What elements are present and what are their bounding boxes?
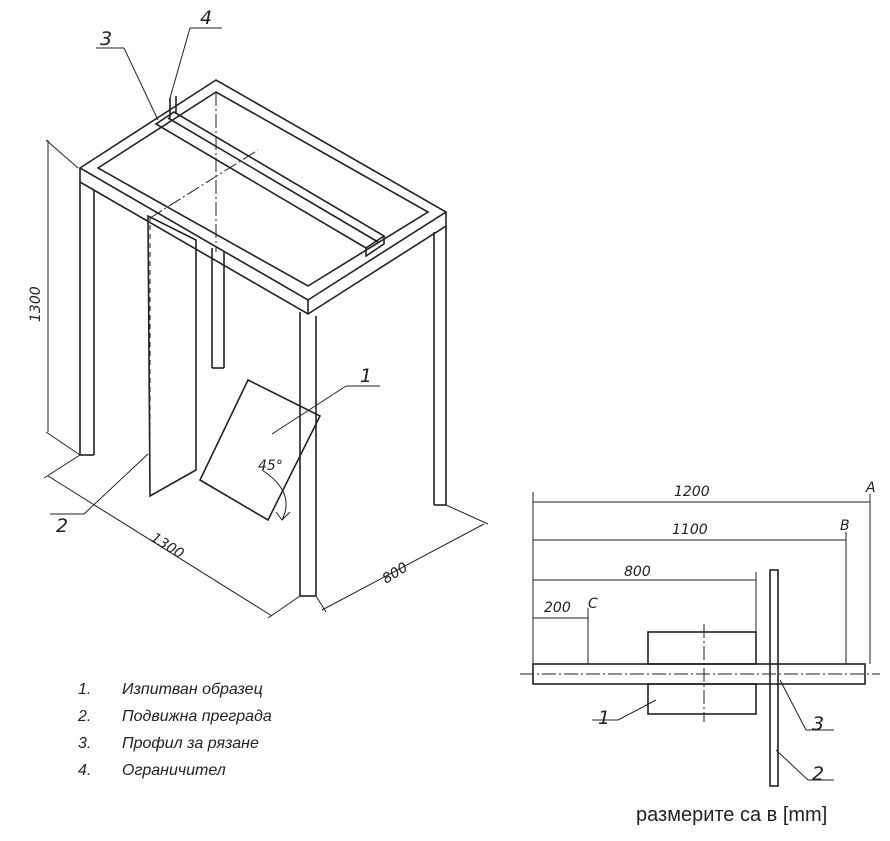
callout-2: 2 <box>56 515 68 537</box>
dim-length-line <box>47 475 273 617</box>
plan-view: 1200 A 1100 B 800 200 C 1 3 2 <box>520 480 880 787</box>
legend-item: 4.Ограничител <box>78 762 226 779</box>
plan-barrier <box>769 569 779 787</box>
frame-top-outer <box>78 79 448 301</box>
angle-arc <box>261 469 287 521</box>
frame-top-edge <box>79 168 447 315</box>
isometric-frame: 1300 1300 800 45° 4 3 1 2 <box>28 7 489 619</box>
plan-callout-2: 2 <box>812 763 824 785</box>
plan-callout-1: 1 <box>598 707 610 729</box>
plan-callout-3: 3 <box>812 713 824 735</box>
dim-1200-text: 1200 <box>674 484 710 500</box>
dim-A-letter: A <box>865 480 876 496</box>
legend-list: 1.Изпитван образец 2.Подвижна преграда 3… <box>78 676 272 784</box>
legend-item: 1.Изпитван образец <box>78 681 263 698</box>
dim-length-text: 1300 <box>148 530 187 562</box>
dim-angle-text: 45° <box>258 458 283 474</box>
dim-height-text: 1300 <box>28 286 44 322</box>
dim-depth-text: 800 <box>380 560 411 588</box>
movable-barrier <box>147 214 197 498</box>
cutting-profile <box>154 111 386 249</box>
test-specimen <box>198 378 322 522</box>
dim-200-text: 200 <box>544 600 571 616</box>
callout-3: 3 <box>100 28 112 50</box>
frame-top-inner <box>96 91 430 287</box>
plan-specimen-bottom <box>647 683 757 715</box>
dim-depth-line <box>321 523 485 611</box>
dim-B-letter: B <box>840 518 850 534</box>
dim-800-text: 800 <box>624 564 651 580</box>
dim-C-letter: C <box>588 596 598 612</box>
plan-specimen-top <box>647 631 757 665</box>
callout-1: 1 <box>360 365 372 387</box>
units-note: размерите са в [mm] <box>636 804 828 826</box>
callout-4: 4 <box>200 7 212 29</box>
dim-1100-text: 1100 <box>672 522 708 538</box>
legend-item: 3.Профил за рязане <box>78 735 259 752</box>
legend-item: 2.Подвижна преграда <box>78 708 272 725</box>
